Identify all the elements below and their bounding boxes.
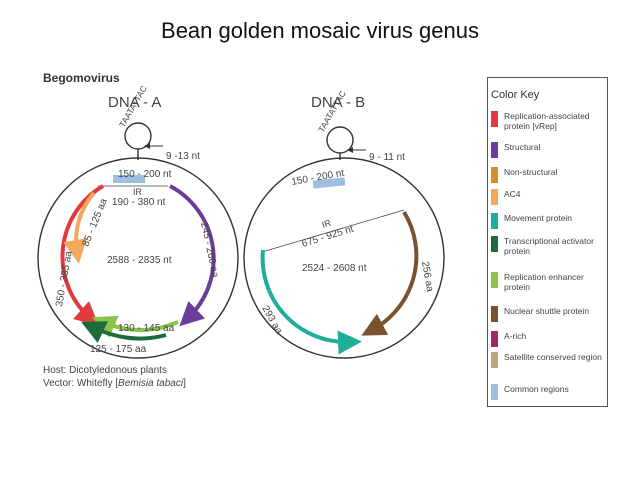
key-label-ac4: AC4 [504, 189, 521, 199]
dna-a-ren-length: 130 - 145 aa [118, 323, 175, 334]
dna-b-stem-loop [326, 126, 354, 154]
dna-a-ir-length: 190 - 380 nt [112, 197, 166, 208]
slide-title: Bean golden mosaic virus genus [161, 18, 479, 43]
dna-a-stem-length: 9 -13 nt [166, 151, 200, 162]
key-label-rep: Replication-associated protein [vRep] [504, 111, 590, 131]
dna-a-rep-orf [60, 184, 105, 326]
dna-b-genome-circle [243, 157, 445, 359]
key-label-ren: Replication enhancer protein [504, 272, 584, 292]
key-swatch-rep [491, 111, 498, 127]
dna-b-label: DNA - B [311, 94, 365, 111]
key-swatch-ac4 [491, 189, 498, 205]
dna-b-genome-size: 2524 - 2608 nt [302, 263, 367, 274]
key-label-satellite: Satellite conserved region [504, 352, 602, 362]
dna-a-ac4-orf [63, 191, 96, 264]
key-swatch-structural [491, 142, 498, 158]
genus-label: Begomovirus [43, 71, 120, 85]
color-key-panel: Color Key Replication-associated protein… [487, 77, 608, 407]
key-swatch-a-rich [491, 331, 498, 347]
key-label-common-regions: Common regions [504, 384, 569, 394]
color-key-title: Color Key [491, 89, 540, 101]
vector-species: Bemisia tabaci [118, 378, 184, 389]
dna-a-common-region [113, 175, 145, 183]
dna-a-cp-orf [169, 184, 216, 327]
key-label-movement: Movement protein [504, 213, 573, 223]
dna-a-stem-loop [124, 122, 152, 150]
dna-a-ren-orf [91, 315, 179, 338]
key-label-a-rich: A-rich [504, 331, 527, 341]
key-label-structural: Structural [504, 142, 541, 152]
dna-b-mp-orf [260, 249, 362, 355]
key-swatch-trap [491, 236, 498, 252]
vector-prefix: Vector: Whitefly [ [43, 378, 118, 389]
key-label-nsp: Nuclear shuttle protein [504, 306, 590, 316]
dna-a-label: DNA - A [108, 94, 161, 111]
dna-a-genome-circle [37, 157, 239, 359]
vector-suffix: ] [183, 378, 186, 389]
dna-a-ir-label: IR [133, 187, 143, 197]
dna-a-trap-orf [81, 321, 167, 343]
dna-b-common-region [312, 177, 346, 189]
key-swatch-common-regions [491, 384, 498, 400]
dna-b-stem-length: 9 - 11 nt [369, 152, 405, 163]
dna-a-genome-size: 2588 - 2835 nt [107, 255, 172, 266]
key-swatch-nsp [491, 306, 498, 322]
dna-a-cp-length: 245 - 260 aa [198, 221, 221, 279]
key-swatch-ren [491, 272, 498, 288]
key-swatch-non-structural [491, 167, 498, 183]
key-label-non-structural: Non-structural [504, 167, 558, 177]
dna-a-rep-length: 350 - 385 aa [54, 250, 75, 308]
key-label-trap: Transcriptional activator protein [504, 236, 594, 256]
dna-b-nsp-length: 256 aa [419, 261, 435, 293]
dna-a-common-region-length: 150 - 200 nt [118, 169, 172, 180]
dna-b-ir-line [261, 209, 405, 253]
host-text: Host: Dicotyledonous plants [43, 365, 167, 376]
dna-b-nsp-orf [361, 210, 419, 336]
dna-a-trap-length: 125 - 175 aa [90, 344, 147, 355]
key-swatch-satellite [491, 352, 498, 368]
dna-b-ir-label: IR [321, 218, 333, 230]
key-swatch-movement [491, 213, 498, 229]
vector-text: Vector: Whitefly [Bemisia tabaci] [43, 378, 186, 389]
